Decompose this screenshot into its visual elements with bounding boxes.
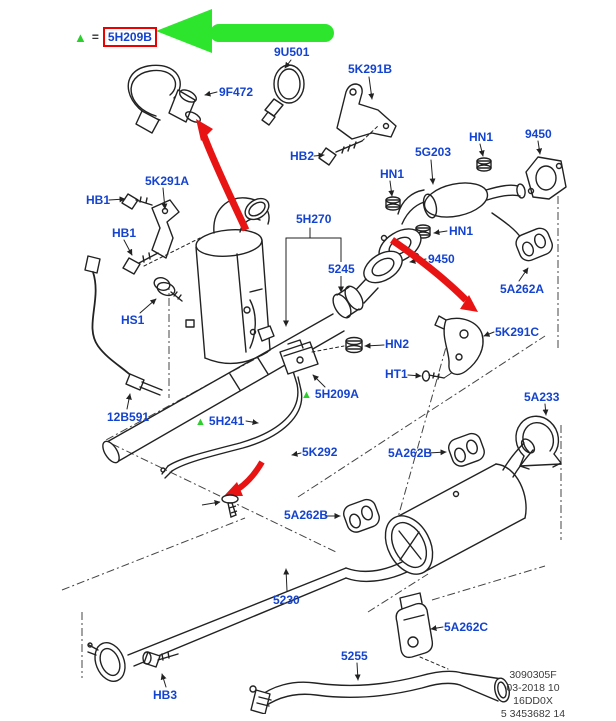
part-label-9450-b[interactable]: 9450 (428, 252, 455, 266)
part-label-5a262c[interactable]: 5A262C (444, 620, 489, 634)
screw-hs2-drawing (201, 494, 239, 518)
bracket-lines-5h270 (283, 227, 344, 327)
part-label-5245[interactable]: 5245 (327, 262, 356, 276)
bracket-5k291c-drawing (434, 315, 484, 376)
bolt-hb3-drawing (142, 651, 179, 668)
document-stamp: 3090305F 03-2018 10 16DD0X 5 3453682 14 (481, 669, 585, 721)
part-label-ht1[interactable]: HT1 (385, 367, 408, 381)
nut-hn1-a-drawing (385, 196, 401, 211)
part-label-hn1-b[interactable]: HN1 (469, 130, 494, 144)
part-label-hn1-a[interactable]: HN1 (380, 167, 405, 181)
part-label-5h209a[interactable]: ▲5H209A (301, 387, 359, 401)
part-label-hs1[interactable]: HS1 (121, 313, 145, 327)
doc-code-line2: 03-2018 10 (506, 682, 560, 694)
part-label-5a262b-a[interactable]: 5A262B (388, 446, 433, 460)
isolator-5a262b-b-drawing (343, 498, 380, 533)
part-label-hb2[interactable]: HB2 (290, 149, 315, 163)
part-label-5k291b[interactable]: 5K291B (348, 62, 393, 76)
dpf-canister-drawing (185, 197, 275, 365)
part-label-text: 5H241 (208, 414, 245, 428)
pipe-5230-drawing (87, 567, 347, 682)
module-5h209a-drawing (279, 339, 345, 375)
screw-hs1-drawing (153, 277, 183, 302)
part-label-5k292[interactable]: 5K292 (302, 445, 338, 459)
muffler-drawing (345, 438, 536, 583)
part-label-hb3[interactable]: HB3 (153, 688, 178, 702)
nut-hn1-b-drawing (476, 157, 492, 172)
clamp-9u501-drawing (261, 64, 305, 126)
bracket-5k291b-drawing (336, 83, 397, 140)
tubes-5h241-drawing (160, 370, 303, 479)
red-arrow-to-5k291c (460, 295, 478, 312)
bolt-hb1-b-drawing (122, 237, 201, 275)
part-label-9450-a[interactable]: 9450 (525, 127, 552, 141)
part-label-5a262a[interactable]: 5A262A (500, 282, 545, 296)
legend: ▲ = 5H209B (74, 27, 157, 47)
doc-code-line4-clipped: 5 3453682 14 (500, 708, 566, 720)
flange-gasket-mid-drawing (351, 228, 422, 304)
part-label-5a262b-b[interactable]: 5A262B (284, 508, 329, 522)
front-pipe-5g203-drawing (397, 182, 526, 239)
sleeve-5245-drawing (332, 285, 364, 319)
leader-lines (108, 59, 549, 688)
part-label-hb1-b[interactable]: HB1 (112, 226, 137, 240)
part-label-hn2[interactable]: HN2 (385, 337, 410, 351)
legend-equals: = (91, 30, 99, 44)
part-label-text: 5H209A (314, 387, 359, 401)
red-arrow-to-hs2 (224, 482, 243, 496)
legend-highlighted-part[interactable]: 5H209B (102, 27, 157, 47)
part-label-hn1-c[interactable]: HN1 (449, 224, 474, 238)
legend-triangle-icon: ▲ (74, 29, 87, 45)
tailpipe-5255-drawing (249, 670, 510, 714)
part-label-5230[interactable]: 5230 (273, 593, 300, 607)
part-label-5a233[interactable]: 5A233 (524, 390, 560, 404)
red-arrows (196, 119, 478, 496)
part-label-5h241[interactable]: ▲5H241 (195, 414, 244, 428)
triangle-marker-icon: ▲ (195, 416, 206, 428)
sensor-wire-12b591-drawing (84, 255, 163, 396)
triangle-marker-icon: ▲ (301, 389, 312, 401)
flange-9450-top-drawing (525, 156, 567, 200)
isolator-5a262a-drawing (515, 227, 553, 262)
green-highlight-arrow (156, 9, 334, 53)
bolt-hb2-drawing (318, 125, 379, 166)
part-label-5k291c[interactable]: 5K291C (495, 325, 540, 339)
sensor-9f472-drawing (127, 64, 202, 134)
part-label-5k291a[interactable]: 5K291A (145, 174, 190, 188)
part-label-hb1-a[interactable]: HB1 (86, 193, 111, 207)
part-label-5255[interactable]: 5255 (341, 649, 368, 663)
doc-code-line1: 3090305F (509, 669, 557, 681)
isolator-5a262b-a-drawing (448, 432, 485, 467)
hanger-5a262c-drawing (395, 592, 449, 670)
bracket-5k291a-drawing (151, 199, 180, 259)
part-label-9u501[interactable]: 9U501 (274, 45, 310, 59)
nut-hn2-drawing (345, 336, 363, 354)
part-label-5g203[interactable]: 5G203 (415, 145, 452, 159)
bolt-hb1-a-drawing (121, 193, 153, 210)
part-label-9f472[interactable]: 9F472 (219, 85, 254, 99)
red-arrow-to-9f472 (196, 119, 213, 141)
part-label-12b591[interactable]: 12B591 (107, 410, 150, 424)
clamp-5a233-drawing (515, 415, 562, 470)
part-label-5h270[interactable]: 5H270 (296, 212, 332, 226)
doc-code-line3: 16DD0X (513, 695, 553, 707)
